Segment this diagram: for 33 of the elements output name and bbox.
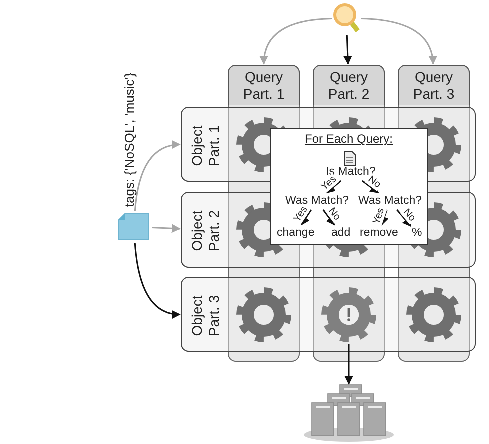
arrow bbox=[300, 210, 312, 226]
row-heading: Object Part. 3 bbox=[188, 294, 222, 338]
edge-label: Yes bbox=[292, 204, 311, 226]
flow-label: remove bbox=[360, 226, 398, 241]
flow-label: Was Match? bbox=[286, 194, 349, 207]
arrow bbox=[344, 344, 354, 385]
arrow bbox=[396, 210, 412, 228]
popup-card bbox=[270, 128, 428, 245]
column-header bbox=[313, 65, 385, 105]
arrow bbox=[360, 18, 438, 65]
column-heading: Query Part. 2 bbox=[327, 69, 371, 103]
arrow bbox=[322, 210, 336, 226]
row-heading: Object Part. 2 bbox=[188, 209, 222, 254]
column-heading: Query Part. 3 bbox=[412, 69, 456, 103]
row-heading: Object Part. 1 bbox=[188, 124, 222, 168]
arrow bbox=[134, 140, 181, 212]
flow-label: % bbox=[412, 226, 422, 241]
card-heading: For Each Query: bbox=[304, 132, 394, 146]
arrow bbox=[326, 180, 342, 194]
arrow bbox=[380, 210, 389, 226]
tag-text: tags: {'NoSQL', 'music'} bbox=[122, 72, 138, 210]
column-header bbox=[398, 65, 470, 105]
arrow bbox=[362, 180, 380, 194]
column-header bbox=[228, 65, 300, 105]
arrow bbox=[260, 18, 332, 65]
flow-label: Was Match? bbox=[358, 194, 422, 208]
edge-label: Yes bbox=[370, 206, 387, 227]
flow-label: add bbox=[332, 226, 351, 241]
arrow bbox=[134, 242, 181, 319]
flow-label: change bbox=[277, 226, 315, 241]
column-heading: Query Part. 1 bbox=[242, 69, 286, 103]
arrow bbox=[343, 34, 352, 65]
arrow bbox=[152, 224, 181, 234]
